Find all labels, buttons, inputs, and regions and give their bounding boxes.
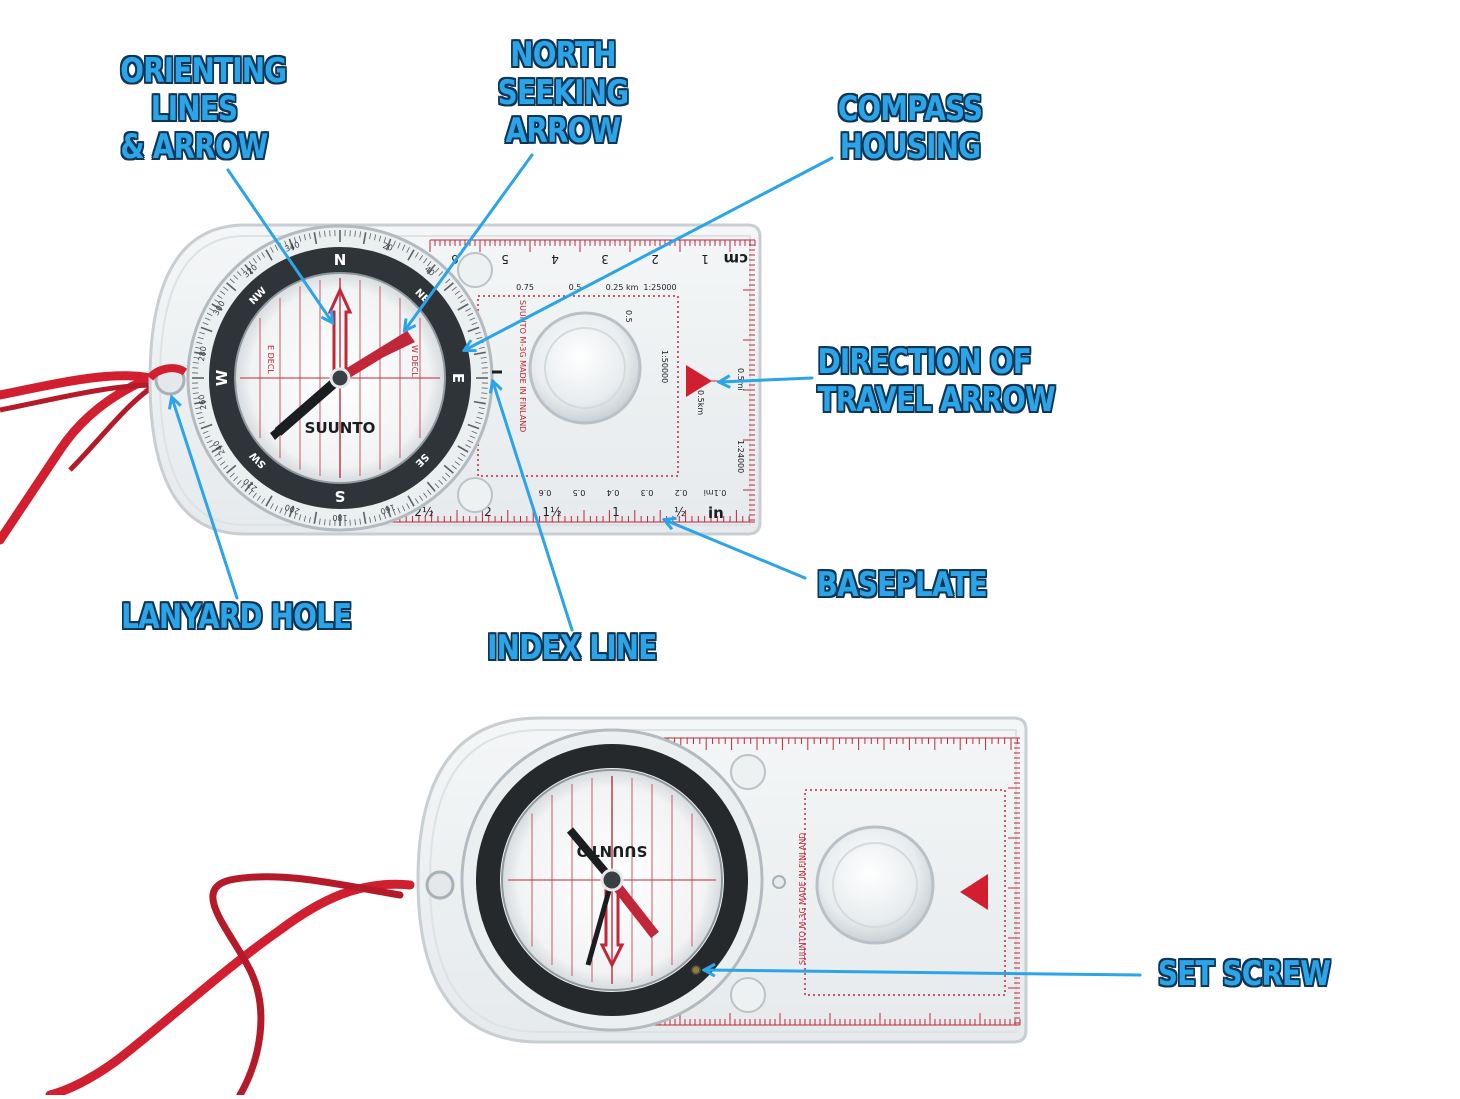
- in-tick-label: 1½: [542, 505, 561, 519]
- scale-label: 1:24000: [736, 440, 745, 473]
- decl-right-text: W DECL: [410, 345, 419, 377]
- label-direction-of-travel-arrow: DIRECTION OF TRAVEL ARROW: [818, 343, 1023, 419]
- label-line: ARROW: [493, 112, 632, 150]
- label-line: INDEX LINE: [487, 629, 643, 667]
- in-tick-label: 1: [612, 505, 620, 519]
- scale-label: 0.5km: [696, 390, 705, 415]
- label-line: SET SCREW: [1157, 955, 1331, 993]
- label-line: DIRECTION OF: [818, 343, 1023, 381]
- label-set-screw: SET SCREW: [1157, 955, 1331, 993]
- lanyard-hole: [427, 872, 453, 898]
- brand-text: SUUNTO: [305, 419, 376, 437]
- label-compass-housing: COMPASS HOUSING: [836, 90, 984, 166]
- pivot: [331, 369, 349, 387]
- label-line: BASEPLATE: [817, 566, 969, 604]
- scale-label: 0.5: [624, 310, 633, 323]
- lanyard-cord: [50, 884, 410, 1095]
- label-baseplate: BASEPLATE: [817, 566, 969, 604]
- scale-label: 0.2: [675, 488, 688, 497]
- label-line: TRAVEL ARROW: [818, 381, 1023, 419]
- label-line: LINES: [120, 90, 268, 128]
- brand-text: SUUNTO: [577, 842, 648, 860]
- label-line: COMPASS: [836, 90, 984, 128]
- baseplate-bubble: [458, 478, 492, 512]
- label-index-line: INDEX LINE: [487, 629, 643, 667]
- label-line: NORTH: [493, 36, 632, 74]
- bottom-compass: SUUNTO SUUNTO M-3G MADE IN FINLAND: [50, 718, 1026, 1095]
- cardinal-label: W: [213, 369, 231, 386]
- label-lanyard-hole: LANYARD HOLE: [121, 598, 314, 636]
- lanyard-cord: [0, 376, 150, 540]
- cm-unit: cm: [723, 250, 748, 268]
- degree-label: 180: [332, 513, 347, 522]
- label-orienting-lines-arrow: ORIENTING LINES & ARROW: [120, 52, 268, 166]
- baseplate-bubble: [458, 253, 492, 287]
- magnifier-lens: [530, 313, 640, 423]
- label-line: HOUSING: [836, 128, 984, 166]
- label-line: ORIENTING: [120, 52, 268, 90]
- label-line: LANYARD HOLE: [121, 598, 314, 636]
- scale-label: 0.5: [573, 488, 586, 497]
- scale-label: 0.6: [539, 488, 552, 497]
- baseplate-bubble: [731, 978, 765, 1012]
- set-screw: [692, 966, 700, 974]
- cm-tick-label: 3: [601, 252, 609, 266]
- scale-label: 0.1mi: [704, 488, 727, 497]
- label-line: & ARROW: [120, 128, 268, 166]
- baseplate-bubble: [731, 755, 765, 789]
- scale-label: 0.25 km: [606, 283, 639, 292]
- scale-label: 1:50000: [660, 350, 669, 383]
- cardinal-label: N: [334, 251, 347, 269]
- pivot: [602, 870, 622, 890]
- scale-label: 0.5mi: [736, 368, 745, 391]
- label-north-seeking-arrow: NORTH SEEKING ARROW: [493, 36, 632, 150]
- scale-label: 0.4: [607, 488, 620, 497]
- magnifier-lens: [817, 827, 933, 943]
- scale-label: 0.3: [641, 488, 654, 497]
- cm-tick-label: 4: [551, 252, 559, 266]
- cm-tick-label: 2: [651, 252, 659, 266]
- cm-tick-label: 1: [701, 252, 709, 266]
- model-text: SUUNTO M-3G MADE IN FINLAND: [798, 833, 807, 965]
- label-line: SEEKING: [493, 74, 632, 112]
- scale-label: 0.75: [516, 283, 534, 292]
- cardinal-label: E: [449, 373, 467, 383]
- cm-tick-label: 5: [501, 252, 509, 266]
- decl-left-text: E DECL: [266, 345, 275, 374]
- in-tick-label: ½: [674, 505, 686, 519]
- scale-label: 1:25000: [643, 283, 676, 292]
- cardinal-label: S: [335, 487, 346, 505]
- in-unit: in: [708, 504, 724, 522]
